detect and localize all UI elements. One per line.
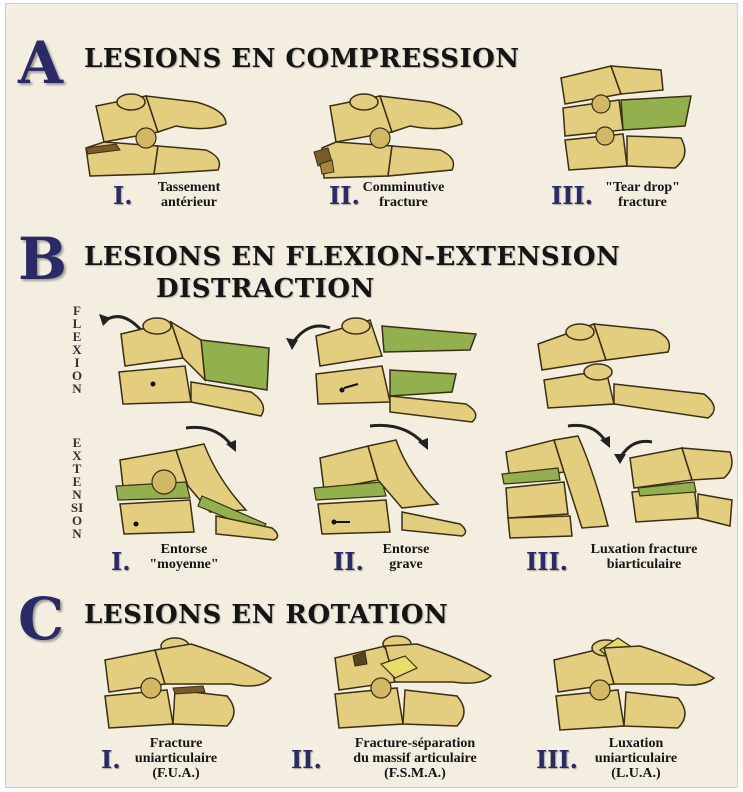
caption-c2-line3: (F.S.M.A.) — [330, 766, 500, 781]
side-label-extension: EXTENSION — [70, 436, 84, 540]
side-label-flexion: FLEXION — [70, 304, 84, 395]
caption-a3-line2: fracture — [595, 195, 690, 210]
caption-c2-line1: Fracture-séparation — [330, 736, 500, 751]
caption-a3-numeral: III. — [551, 184, 593, 208]
section-c-title: LESIONS EN ROTATION — [84, 602, 448, 628]
caption-c1-line2: uniarticulaire — [121, 751, 231, 766]
caption-b1-line2: "moyenne" — [134, 557, 234, 572]
illustration-b1-flexion — [101, 300, 276, 425]
section-b-letter: B — [18, 230, 67, 288]
illustration-c3-lua — [544, 628, 719, 740]
poster: A LESIONS EN COMPRESSION I. Tasse — [5, 3, 738, 788]
caption-a2-line1: Comminutive — [356, 180, 451, 195]
caption-c3-numeral: III. — [536, 748, 578, 772]
section-b-title-line1: LESIONS EN FLEXION-EXTENSION — [84, 244, 620, 270]
caption-c2-line2: du massif articulaire — [330, 751, 500, 766]
illustration-c1-fua — [91, 630, 276, 740]
caption-c3-line2: uniarticulaire — [581, 751, 691, 766]
section-a-title: LESIONS EN COMPRESSION — [84, 46, 520, 72]
caption-b3-line1: Luxation fracture — [564, 542, 724, 557]
illustration-b2-extension — [306, 418, 476, 538]
caption-b1-numeral: I. — [111, 550, 131, 574]
caption-a2-line2: fracture — [356, 195, 451, 210]
caption-a1-line1: Tassement — [149, 180, 229, 195]
illustration-a2-comminutive — [306, 82, 476, 182]
illustration-b2-flexion — [286, 304, 491, 424]
caption-b3-line2: biarticulaire — [564, 557, 724, 572]
caption-b2-line1: Entorse — [366, 542, 446, 557]
caption-b1-line1: Entorse — [134, 542, 234, 557]
section-c-letter: C — [18, 590, 64, 648]
caption-a1-numeral: I. — [113, 184, 133, 208]
section-a-letter: A — [18, 34, 63, 92]
caption-c1-line1: Fracture — [121, 736, 231, 751]
caption-c1-line3: (F.U.A.) — [121, 766, 231, 781]
caption-c2-numeral: II. — [291, 748, 322, 772]
caption-c1-numeral: I. — [101, 748, 121, 772]
caption-b2-line2: grave — [366, 557, 446, 572]
caption-a3-line1: "Tear drop" — [595, 180, 690, 195]
illustration-c2-fsma — [321, 628, 501, 740]
illustration-b3-extension — [498, 418, 736, 542]
illustration-a1-tassement — [76, 84, 236, 179]
caption-c3-line1: Luxation — [581, 736, 691, 751]
caption-b2-numeral: II. — [333, 550, 364, 574]
illustration-b3-flexion — [524, 304, 724, 424]
caption-a1-line2: antérieur — [149, 195, 229, 210]
caption-b3-numeral: III. — [526, 550, 568, 574]
illustration-a3-tear-drop — [551, 56, 701, 186]
caption-c3-line3: (L.U.A.) — [581, 766, 691, 781]
illustration-b1-extension — [106, 420, 286, 540]
section-b-title-line2: DISTRACTION — [156, 276, 375, 302]
